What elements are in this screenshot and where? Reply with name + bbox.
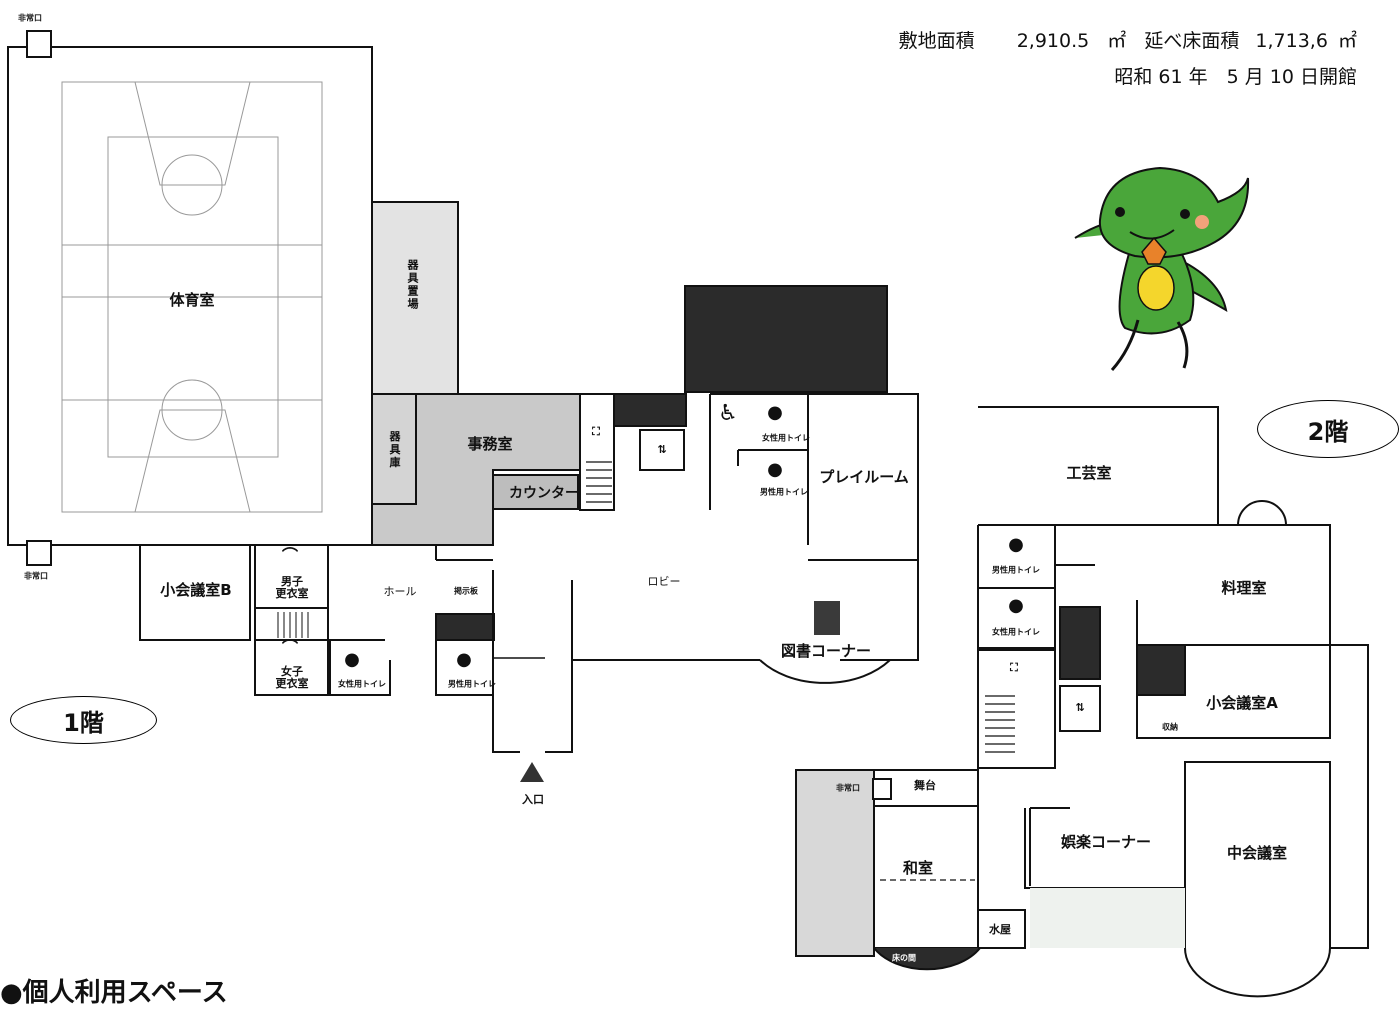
basketball-court: [61, 81, 323, 513]
bookshelf-icon: [814, 601, 840, 635]
area-info: 敷地面積 2,910.5 ㎡ 延べ床面積 1,713,6 ㎡: [899, 26, 1357, 53]
emergency-exit-icon: [26, 540, 52, 566]
meeting-b-label: 小会議室B: [160, 580, 232, 599]
floor-1-label: 1階: [63, 708, 104, 737]
craft-label: 工芸室: [1066, 463, 1112, 482]
gym-label: 体育室: [169, 290, 215, 309]
entrance-label: 入口: [522, 792, 544, 806]
storage-dark-small: [613, 393, 687, 427]
elevator-icon: ⇅: [657, 442, 667, 456]
play-room-wall: [807, 393, 919, 561]
water-room: [978, 909, 1026, 949]
lobby-label: ロビー: [647, 574, 681, 588]
womens-toilet-label-lower: 女性用トイレ: [338, 679, 386, 689]
meeting-a-label: 小会議室A: [1206, 693, 1278, 712]
changing-stairs: [277, 612, 309, 638]
equipment-room-block: [371, 393, 417, 505]
floor-2-bubble: 2階: [1257, 400, 1399, 458]
area-label: 敷地面積: [898, 30, 975, 52]
mens-changing-label: 男子 更衣室: [275, 574, 309, 600]
mens-toilet-label-1f: 男性用トイレ: [760, 487, 808, 497]
meeting-mid-room: [1184, 761, 1331, 998]
wheelchair-icon: ♿: [718, 400, 738, 426]
hall-corridor: [372, 544, 493, 561]
storage-label-2f: 収納: [1162, 722, 1178, 732]
mascot-image: [1074, 166, 1250, 372]
stage-label: 舞台: [914, 778, 936, 792]
meeting-a-dark: [1136, 644, 1186, 696]
toilet-person-icon: ●: [767, 402, 783, 424]
hanger-icon: ⌒: [281, 638, 299, 658]
library-label: 図書コーナー: [780, 641, 872, 660]
toilet-person-icon: ●: [456, 649, 472, 671]
changing-rooms: [254, 545, 385, 696]
floor-2-label: 2階: [1307, 417, 1349, 446]
floor-area-label: 延べ床面積: [1144, 30, 1240, 52]
storage-dark-hall: [435, 613, 495, 641]
cooking-label: 料理室: [1221, 578, 1267, 597]
womens-toilet-label-1f: 女性用トイレ: [762, 433, 810, 443]
floor-area-unit: ㎡: [1337, 30, 1357, 52]
floor-area-value: 1,713,6: [1255, 30, 1328, 52]
japanese-room-label: 和室: [902, 858, 934, 877]
area-unit: ㎡: [1107, 30, 1127, 52]
entrance-arrow-icon: [520, 762, 544, 782]
stairs-icon: ⛶: [592, 424, 600, 438]
storage-dark-top: [684, 285, 888, 393]
mens-toilet-label-2f: 男性用トイレ: [992, 565, 1040, 575]
emergency-exit-label-top: 非常口: [18, 13, 42, 23]
elevator-icon: ⇅: [1075, 700, 1085, 714]
hanger-icon: ⌒: [281, 546, 299, 566]
area-value: 2,910.5: [1016, 30, 1090, 52]
emergency-exit-icon: [26, 30, 52, 58]
elevator-2f: [1059, 685, 1101, 732]
entertainment-label: 娯楽コーナー: [1060, 832, 1152, 851]
opening-date: 昭和 61 年 5 月 10 日開館: [1114, 66, 1357, 88]
emergency-exit-label-2f: 非常口: [836, 783, 860, 793]
craft-room: [978, 406, 1219, 526]
library-arc: [759, 659, 891, 684]
office-label: 事務室: [467, 434, 513, 453]
counter-block: [492, 474, 579, 510]
floor-1-bubble: 1階: [10, 696, 157, 744]
section-title: ●個人利用スペース: [0, 978, 228, 1008]
storage-2f-dark: [1059, 606, 1101, 680]
counter-label: カウンター: [509, 485, 579, 502]
emergency-exit-label-bottom: 非常口: [24, 571, 48, 581]
lobby-entrance-corridor: [493, 580, 573, 659]
hall-label: ホール: [383, 584, 417, 598]
mens-toilet-label-lower: 男性用トイレ: [448, 679, 496, 689]
alcove: [873, 947, 981, 971]
cooking-bump: [1237, 500, 1287, 526]
emergency-exit-icon: [872, 778, 892, 800]
lobby-wall: [492, 510, 919, 753]
stairs-icon: ⛶: [1010, 660, 1018, 674]
toilets-2f: [977, 525, 1095, 649]
left-terrace: [795, 769, 875, 957]
notice-label: 掲示板: [454, 586, 478, 596]
garden-strip: [1030, 888, 1185, 948]
meeting-a-room: [1136, 644, 1369, 949]
stairs-2f: [977, 649, 1056, 769]
water-room-label: 水屋: [989, 922, 1011, 936]
alcove-label: 床の間: [892, 953, 916, 963]
equipment-storage-label: 器具置場: [406, 259, 420, 311]
toilet-person-icon: ●: [1008, 595, 1024, 617]
elevator-1f: [639, 429, 685, 471]
meeting-b-room: [139, 545, 251, 641]
equipment-storage-block: [371, 201, 459, 395]
toilets-lower-1f: [329, 640, 493, 696]
womens-toilet-label-2f: 女性用トイレ: [992, 627, 1040, 637]
womens-changing-label: 女子 更衣室: [275, 664, 309, 690]
toilet-person-icon: ●: [1008, 534, 1024, 556]
toilet-person-icon: ●: [344, 649, 360, 671]
meeting-mid-label: 中会議室: [1226, 843, 1288, 862]
toilet-person-icon: ●: [767, 459, 783, 481]
stairs-1f: [579, 393, 615, 511]
play-room-label: プレイルーム: [819, 467, 909, 486]
equipment-room-label: 器具庫: [388, 430, 402, 470]
